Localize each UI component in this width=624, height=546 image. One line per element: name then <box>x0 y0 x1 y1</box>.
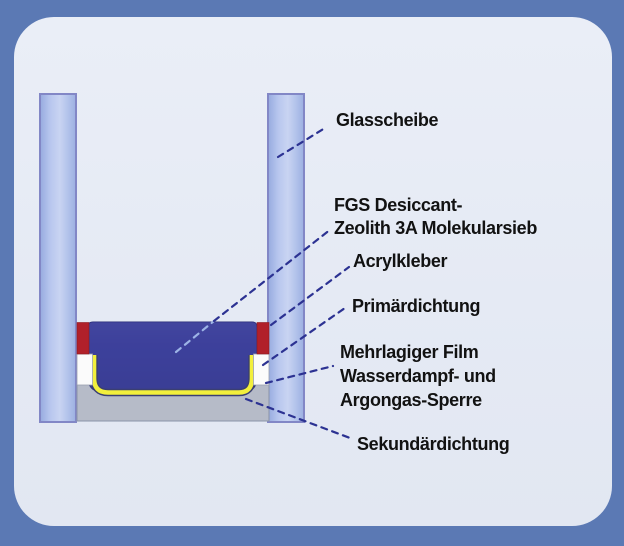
label-barrier-film: Mehrlagiger Film Wasserdampf- und Argong… <box>340 340 496 412</box>
leader-line-primary-seal <box>261 306 347 367</box>
diagram-panel <box>14 17 612 526</box>
leader-line-secondary-seal <box>244 397 352 440</box>
label-desiccant-line2: Zeolith 3A Molekularsieb <box>334 218 537 238</box>
acrylic-adhesive-left <box>76 322 90 355</box>
label-desiccant-line1: FGS Desiccant- <box>334 195 463 215</box>
primary-seal-right <box>253 353 270 386</box>
desiccant-spacer-tint <box>88 322 257 392</box>
label-secondary-seal: Sekundärdichtung <box>357 434 510 454</box>
label-barrier-film-line3: Argongas-Sperre <box>340 390 482 410</box>
primary-seal-left <box>76 353 93 386</box>
leader-line-desiccant <box>212 227 333 323</box>
leader-line-barrier-film <box>264 364 335 385</box>
acrylic-adhesive-right <box>256 322 270 355</box>
glass-pane-left <box>39 93 77 423</box>
label-glass-pane: Glasscheibe <box>336 110 439 130</box>
leader-line-glass-pane <box>276 126 327 159</box>
label-desiccant: FGS Desiccant- Zeolith 3A Molekularsieb <box>334 194 537 240</box>
leader-line-acrylic <box>269 265 351 327</box>
label-acrylic-adhesive: Acrylkleber <box>353 251 448 271</box>
label-primary-seal: Primärdichtung <box>352 296 481 316</box>
label-barrier-film-line2: Wasserdampf- und <box>340 366 496 386</box>
barrier-film <box>91 355 255 395</box>
glass-pane-right <box>267 93 305 423</box>
leader-line-desiccant-inner <box>174 319 216 354</box>
label-barrier-film-line1: Mehrlagiger Film <box>340 342 479 362</box>
